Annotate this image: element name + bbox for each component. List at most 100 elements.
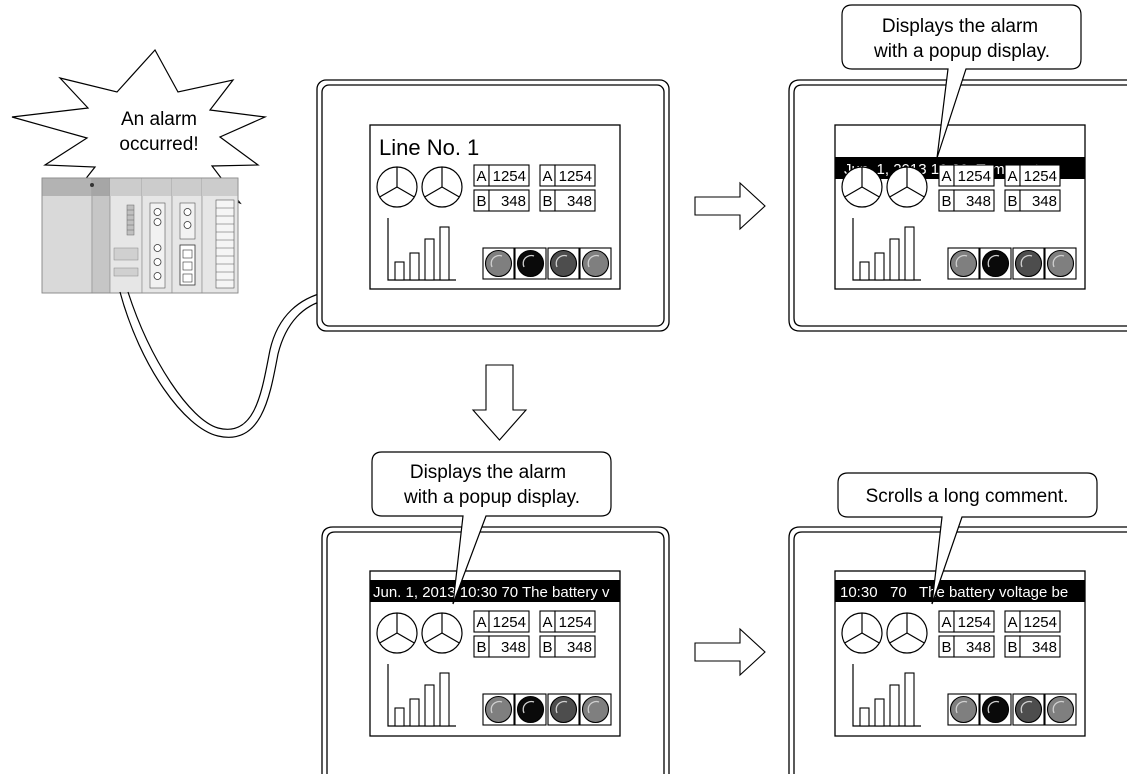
lamp-icon <box>547 693 580 726</box>
pie-gauge-icon <box>841 612 883 654</box>
data-box-value: 348 <box>501 639 526 656</box>
data-box-value: 348 <box>567 193 592 210</box>
data-box-value: 1254 <box>493 168 526 185</box>
data-box-value: 1254 <box>1024 168 1057 185</box>
data-box: A 1254 <box>1004 164 1061 187</box>
data-box-value: 1254 <box>1024 614 1057 631</box>
callout-line1: Scrolls a long comment. <box>866 486 1069 507</box>
pie-gauge-icon <box>886 612 928 654</box>
data-box: B 348 <box>473 189 530 212</box>
alarm-banner <box>370 580 620 602</box>
lamp-icon <box>1044 693 1077 726</box>
data-box-value: 1254 <box>559 168 592 185</box>
lamp-icon <box>947 693 980 726</box>
data-box-value: 1254 <box>958 168 991 185</box>
alarm-banner-text: Jun. 1, 2013 10:30 70 The battery v <box>373 584 610 601</box>
data-box-label: B <box>542 639 552 656</box>
data-box-value: 348 <box>501 193 526 210</box>
data-box-label: A <box>476 614 486 631</box>
pie-gauge-icon <box>376 166 418 208</box>
arrow-right-icon <box>694 627 766 677</box>
pie-gauge-icon <box>421 166 463 208</box>
data-box-value: 348 <box>966 639 991 656</box>
data-box-label: B <box>476 193 486 210</box>
data-box: A 1254 <box>938 610 995 633</box>
callout-line2: with a popup display. <box>873 41 1050 62</box>
data-box: B 348 <box>539 189 596 212</box>
connection-cable <box>119 291 327 438</box>
data-box-label: A <box>1007 614 1017 631</box>
bar-chart-icon <box>387 218 456 281</box>
lamp-icon <box>1012 247 1045 280</box>
data-box-value: 1254 <box>958 614 991 631</box>
callout-line1: Displays the alarm <box>410 462 566 483</box>
data-box: B 348 <box>938 635 995 658</box>
data-box: A 1254 <box>539 164 596 187</box>
lamp-icon <box>947 247 980 280</box>
data-box-label: A <box>941 614 951 631</box>
bar-chart-icon <box>852 664 921 727</box>
hmi-screen-top-right: Jun. 1, 2013 10:30 Temperature A1254B348… <box>788 79 1127 332</box>
lamp-icon <box>514 247 547 280</box>
data-box: B 348 <box>938 189 995 212</box>
pie-gauge-icon <box>376 612 418 654</box>
pie-gauge-icon <box>886 166 928 208</box>
lamp-icon <box>514 693 547 726</box>
data-box-label: B <box>941 193 951 210</box>
data-box-value: 348 <box>966 193 991 210</box>
data-box: A 1254 <box>938 164 995 187</box>
data-box: A 1254 <box>1004 610 1061 633</box>
alarm-banner <box>835 580 1085 602</box>
data-box: A 1254 <box>473 164 530 187</box>
data-box: B 348 <box>539 635 596 658</box>
data-box: B 348 <box>1004 635 1061 658</box>
data-box: B 348 <box>1004 189 1061 212</box>
data-box-label: A <box>542 614 552 631</box>
alarm-banner-text: 10:30 70 The battery voltage be <box>840 584 1068 601</box>
data-box-label: B <box>1007 193 1017 210</box>
data-box-label: B <box>476 639 486 656</box>
data-box: A 1254 <box>473 610 530 633</box>
scroll-callout: Scrolls a long comment. <box>837 472 1098 605</box>
hmi-screen-bottom-left: Jun. 1, 2013 10:30 70 The battery v A 125… <box>321 526 670 774</box>
popup-callout: Displays the alarm with a popup display. <box>841 4 1082 159</box>
data-box-value: 348 <box>567 639 592 656</box>
data-box-label: A <box>542 168 552 185</box>
lamp-icon <box>979 693 1012 726</box>
data-box-value: 1254 <box>559 614 592 631</box>
pie-gauge-icon <box>421 612 463 654</box>
data-box: A 1254 <box>539 610 596 633</box>
data-box-label: B <box>1007 639 1017 656</box>
lamp-icon <box>482 247 515 280</box>
bar-chart-icon <box>387 664 456 727</box>
data-box-label: A <box>941 168 951 185</box>
data-box-label: A <box>476 168 486 185</box>
pie-gauge-icon <box>841 166 883 208</box>
lamp-icon <box>579 247 612 280</box>
data-box-label: A <box>1007 168 1017 185</box>
data-box-value: 348 <box>1032 639 1057 656</box>
bar-chart-icon <box>852 218 921 281</box>
lamp-icon <box>1012 693 1045 726</box>
callout-line2: with a popup display. <box>403 487 580 508</box>
lamp-icon <box>482 693 515 726</box>
data-box-label: B <box>941 639 951 656</box>
data-box-label: B <box>542 193 552 210</box>
popup-callout: Displays the alarm with a popup display. <box>371 451 612 605</box>
callout-line1: Displays the alarm <box>882 16 1038 37</box>
alarm-burst-line2: occurred! <box>119 134 198 155</box>
arrow-right-icon <box>694 181 766 231</box>
data-box: B 348 <box>473 635 530 658</box>
alarm-burst-line1: An alarm <box>121 109 197 130</box>
lamp-icon <box>547 247 580 280</box>
data-box-value: 1254 <box>493 614 526 631</box>
plc-unit-icon <box>41 177 239 294</box>
lamp-icon <box>579 693 612 726</box>
lamp-icon <box>979 247 1012 280</box>
lamp-icon <box>1044 247 1077 280</box>
arrow-down-icon <box>471 364 528 441</box>
data-box-value: 348 <box>1032 193 1057 210</box>
